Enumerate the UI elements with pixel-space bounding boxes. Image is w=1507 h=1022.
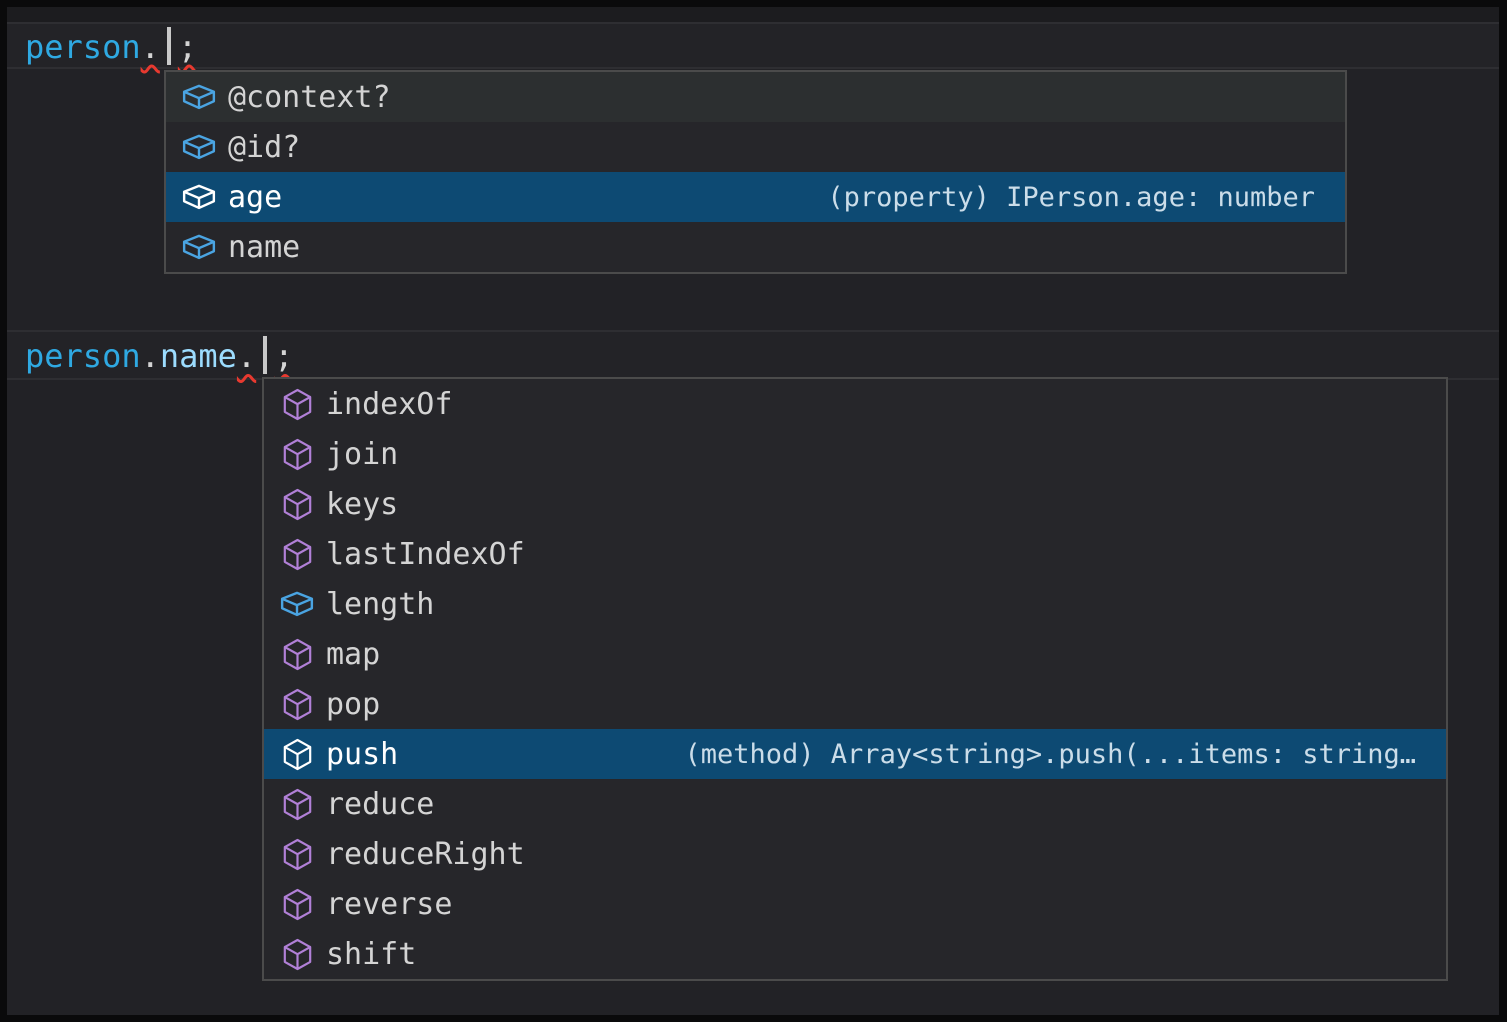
- symbol-method-icon: [283, 438, 311, 470]
- suggest-item-lastindexof[interactable]: lastIndexOf: [264, 529, 1446, 579]
- suggest-item-label: join: [326, 436, 399, 472]
- suggest-widget-string-members: indexOf join keys lastIndexOf length map pop pu…: [262, 377, 1448, 981]
- suggest-item-label: name: [228, 229, 301, 265]
- code-token: ;: [177, 27, 198, 66]
- suggest-item-map[interactable]: map: [264, 629, 1446, 679]
- symbol-method-icon: [283, 888, 311, 920]
- suggest-item-push[interactable]: push (method) Array<string>.push(...items…: [264, 729, 1446, 779]
- suggest-item-name[interactable]: name: [166, 222, 1345, 272]
- suggest-item-reverse[interactable]: reverse: [264, 879, 1446, 929]
- symbol-method-icon: [283, 488, 311, 520]
- symbol-field-icon: [280, 591, 314, 617]
- suggest-item-join[interactable]: join: [264, 429, 1446, 479]
- suggest-item-context[interactable]: @context?: [166, 72, 1345, 122]
- suggest-item-label: shift: [326, 936, 417, 972]
- editor-top-strip: [7, 7, 1499, 22]
- symbol-method-icon: [283, 388, 311, 420]
- symbol-method-icon: [283, 738, 311, 770]
- suggest-item-label: pop: [326, 686, 381, 722]
- suggest-item-label: lastIndexOf: [326, 536, 525, 572]
- suggest-item-reduceright[interactable]: reduceRight: [264, 829, 1446, 879]
- symbol-method-icon: [283, 638, 311, 670]
- code-token: person: [25, 27, 141, 66]
- code-line-person-name[interactable]: person.name.;: [25, 336, 293, 374]
- suggest-item-length[interactable]: length: [264, 579, 1446, 629]
- symbol-method-icon: [283, 838, 311, 870]
- symbol-field-icon: [182, 84, 216, 110]
- code-token: ;: [274, 337, 294, 375]
- suggest-item-label: reverse: [326, 886, 453, 922]
- code-token: .: [140, 337, 160, 375]
- symbol-method-icon: [283, 788, 311, 820]
- current-line-highlight-2: person.name.;: [7, 330, 1499, 380]
- suggest-item-reduce[interactable]: reduce: [264, 779, 1446, 829]
- code-token: .: [140, 27, 160, 66]
- suggest-item-label: reduceRight: [326, 836, 525, 872]
- code-token: .: [236, 337, 257, 375]
- suggest-item-id[interactable]: @id?: [166, 122, 1345, 172]
- symbol-field-icon: [182, 234, 216, 260]
- symbol-field-icon: [182, 134, 216, 160]
- suggest-item-label: map: [326, 636, 381, 672]
- suggest-item-detail: (property) IPerson.age: number: [827, 181, 1315, 213]
- suggest-item-label: @context?: [228, 79, 391, 115]
- code-token: name: [159, 337, 237, 375]
- suggest-item-pop[interactable]: pop: [264, 679, 1446, 729]
- suggest-widget-iperson: @context? @id? age (property) IPerson.age: …: [164, 70, 1347, 274]
- suggest-item-label: indexOf: [326, 386, 453, 422]
- symbol-method-icon: [283, 538, 311, 570]
- symbol-field-icon: [182, 184, 216, 210]
- symbol-method-icon: [283, 688, 311, 720]
- suggest-item-label: keys: [326, 486, 399, 522]
- suggest-item-detail: (method) Array<string>.push(...items: st…: [684, 738, 1417, 770]
- suggest-item-label: push: [326, 736, 399, 772]
- suggest-item-label: length: [326, 586, 435, 622]
- suggest-item-label: reduce: [326, 786, 435, 822]
- code-token: person: [25, 337, 141, 375]
- current-line-highlight-1: person.;: [7, 22, 1499, 69]
- suggest-item-label: age: [228, 179, 283, 215]
- suggest-item-keys[interactable]: keys: [264, 479, 1446, 529]
- suggest-item-label: @id?: [228, 129, 301, 165]
- text-cursor: [166, 26, 171, 65]
- editor-canvas[interactable]: person.; @context? @id? age (property) IPer…: [7, 7, 1499, 1015]
- symbol-method-icon: [283, 938, 311, 970]
- suggest-item-shift[interactable]: shift: [264, 929, 1446, 979]
- text-cursor: [263, 336, 268, 374]
- suggest-item-age[interactable]: age (property) IPerson.age: number: [166, 172, 1345, 222]
- code-line-person[interactable]: person.;: [25, 26, 198, 66]
- suggest-item-indexof[interactable]: indexOf: [264, 379, 1446, 429]
